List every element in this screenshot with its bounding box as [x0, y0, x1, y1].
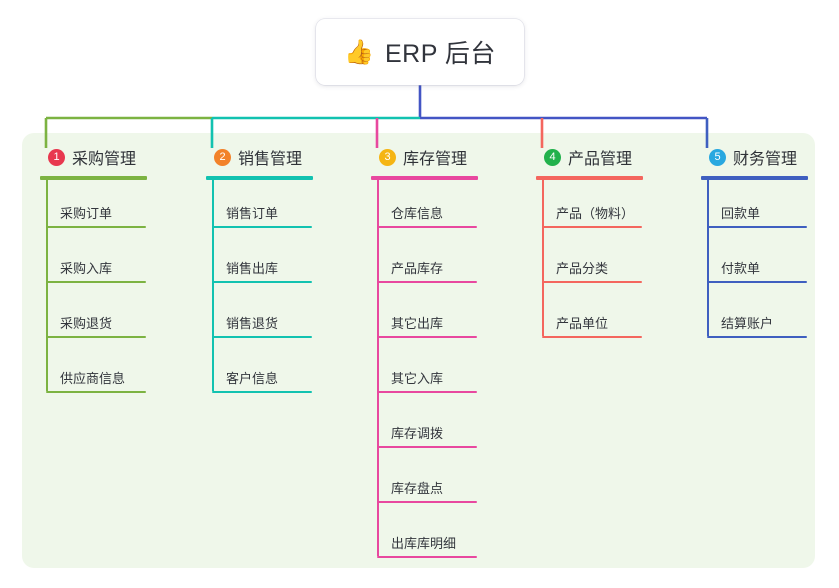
- leaf-rule: [542, 281, 642, 283]
- leaf-node[interactable]: 结算账户: [707, 315, 807, 338]
- root-node[interactable]: 👍 ERP 后台: [316, 19, 524, 85]
- leaf-rule: [707, 281, 807, 283]
- leaf-node[interactable]: 产品单位: [542, 315, 642, 338]
- leaf-node[interactable]: 销售退货: [212, 315, 312, 338]
- branch-header-2[interactable]: 2 销售管理: [196, 145, 356, 169]
- leaf-node[interactable]: 出库库明细: [377, 535, 477, 558]
- leaf-rule: [46, 391, 146, 393]
- leaf-node[interactable]: 销售订单: [212, 205, 312, 228]
- leaf-rule: [377, 391, 477, 393]
- branch-header-5[interactable]: 5 财务管理: [691, 145, 839, 169]
- branch-trunk-2: [212, 180, 214, 391]
- leaf-label: 仓库信息: [391, 206, 444, 221]
- leaf-label: 其它入库: [391, 371, 444, 386]
- leaf-node[interactable]: 客户信息: [212, 370, 312, 393]
- branch-trunk-4: [542, 180, 544, 336]
- leaf-node[interactable]: 库存调拨: [377, 425, 477, 448]
- branch-title-5: 财务管理: [733, 151, 798, 168]
- leaf-node[interactable]: 回款单: [707, 205, 807, 228]
- leaf-label: 产品分类: [556, 261, 609, 276]
- leaf-label: 供应商信息: [60, 371, 126, 386]
- leaf-node[interactable]: 其它入库: [377, 370, 477, 393]
- branch-badge-3: 3: [379, 148, 396, 166]
- branches-background-panel: [22, 133, 815, 568]
- leaf-label: 产品库存: [391, 261, 444, 276]
- branch-trunk-5: [707, 180, 709, 336]
- leaf-rule: [46, 226, 146, 228]
- leaf-label: 销售退货: [226, 316, 279, 331]
- branch-header-rule-2: [206, 176, 313, 180]
- leaf-node[interactable]: 采购退货: [46, 315, 146, 338]
- root-title: ERP 后台: [384, 40, 496, 68]
- leaf-rule: [377, 446, 477, 448]
- leaf-node[interactable]: 产品库存: [377, 260, 477, 283]
- branch-title-4: 产品管理: [568, 151, 633, 168]
- leaf-rule: [707, 336, 807, 338]
- leaf-node[interactable]: 产品分类: [542, 260, 642, 283]
- leaf-label: 库存盘点: [391, 481, 444, 496]
- leaf-label: 付款单: [721, 261, 761, 276]
- leaf-rule: [707, 226, 807, 228]
- branch-header-rule-4: [536, 176, 643, 180]
- leaf-label: 出库库明细: [391, 536, 457, 551]
- leaf-label: 采购退货: [60, 316, 113, 331]
- leaf-rule: [212, 281, 312, 283]
- branch-column-3: 3 库存管理仓库信息产品库存其它出库其它入库库存调拨库存盘点出库库明细: [361, 145, 521, 558]
- leaf-node[interactable]: 付款单: [707, 260, 807, 283]
- leaf-node[interactable]: 采购入库: [46, 260, 146, 283]
- leaf-rule: [377, 501, 477, 503]
- leaf-label: 结算账户: [721, 316, 774, 331]
- branch-title-2: 销售管理: [238, 151, 303, 168]
- leaf-label: 销售订单: [226, 206, 279, 221]
- leaf-rule: [377, 281, 477, 283]
- leaf-label: 库存调拨: [391, 426, 444, 441]
- leaf-node[interactable]: 库存盘点: [377, 480, 477, 503]
- leaf-rule: [542, 336, 642, 338]
- leaf-rule: [212, 336, 312, 338]
- branch-title-3: 库存管理: [403, 151, 468, 168]
- branch-header-3[interactable]: 3 库存管理: [361, 145, 521, 169]
- branch-trunk-3: [377, 180, 379, 556]
- branch-header-4[interactable]: 4 产品管理: [526, 145, 686, 169]
- leaf-label: 产品（物料）: [556, 206, 635, 221]
- leaf-node[interactable]: 仓库信息: [377, 205, 477, 228]
- leaf-rule: [377, 556, 477, 558]
- branch-header-rule-1: [40, 176, 147, 180]
- leaf-label: 回款单: [721, 206, 761, 221]
- leaf-label: 采购订单: [60, 206, 113, 221]
- branch-column-1: 1 采购管理采购订单采购入库采购退货供应商信息: [30, 145, 190, 393]
- thumbs-up-icon: 👍: [344, 38, 374, 66]
- branch-trunk-1: [46, 180, 48, 391]
- branch-column-2: 2 销售管理销售订单销售出库销售退货客户信息: [196, 145, 356, 393]
- leaf-label: 其它出库: [391, 316, 444, 331]
- leaf-rule: [46, 336, 146, 338]
- branch-header-rule-5: [701, 176, 808, 180]
- branch-badge-4: 4: [544, 148, 561, 166]
- branch-badge-1: 1: [48, 148, 65, 166]
- leaf-rule: [46, 281, 146, 283]
- branch-badge-2: 2: [214, 148, 231, 166]
- leaf-rule: [542, 226, 642, 228]
- leaf-rule: [377, 336, 477, 338]
- branch-title-1: 采购管理: [72, 151, 137, 168]
- leaf-node[interactable]: 其它出库: [377, 315, 477, 338]
- leaf-node[interactable]: 销售出库: [212, 260, 312, 283]
- leaf-rule: [377, 226, 477, 228]
- leaf-rule: [212, 391, 312, 393]
- leaf-label: 采购入库: [60, 261, 113, 276]
- leaf-label: 客户信息: [226, 371, 279, 386]
- leaf-label: 产品单位: [556, 316, 609, 331]
- leaf-node[interactable]: 供应商信息: [46, 370, 146, 393]
- leaf-label: 销售出库: [226, 261, 279, 276]
- branch-column-5: 5 财务管理回款单付款单结算账户: [691, 145, 839, 338]
- leaf-rule: [212, 226, 312, 228]
- branch-column-4: 4 产品管理产品（物料） 产品分类产品单位: [526, 145, 686, 338]
- branch-header-rule-3: [371, 176, 478, 180]
- branch-header-1[interactable]: 1 采购管理: [30, 145, 190, 169]
- leaf-node[interactable]: 产品（物料）: [542, 205, 642, 228]
- leaf-node[interactable]: 采购订单: [46, 205, 146, 228]
- branch-badge-5: 5: [709, 148, 726, 166]
